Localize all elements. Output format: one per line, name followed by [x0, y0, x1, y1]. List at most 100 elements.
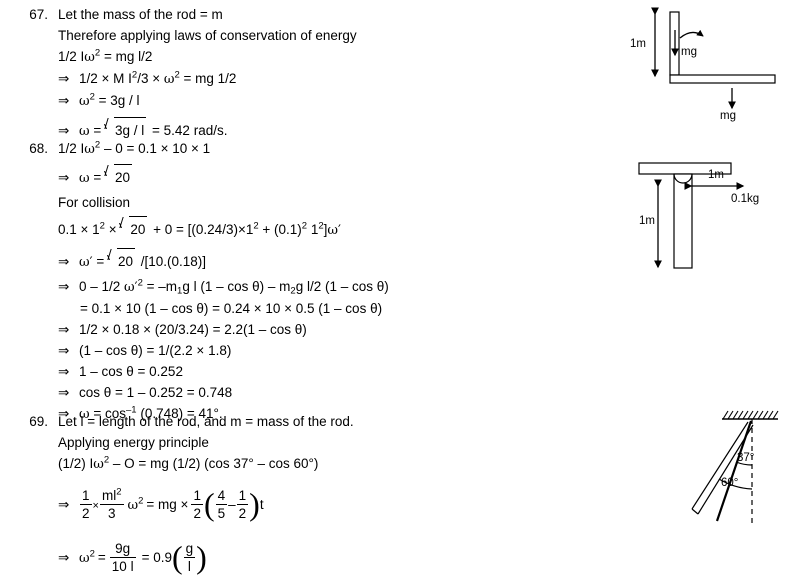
figure-69-label-angle-37: 37°: [737, 452, 755, 464]
solution-body-67: Let the mass of the rod = m Therefore ap…: [58, 4, 630, 145]
omega-symbol: ω: [127, 498, 139, 514]
line-69-3: (1/2) Iω2 – O = mg (1/2) (cos 37° – cos …: [58, 453, 630, 475]
exponent: 2: [116, 486, 122, 498]
solution-block-68: 68. 1/2 Iω2 – 0 = 0.1 × 10 × 1 ⇒ω = 20 F…: [0, 138, 630, 425]
exponent: 2: [318, 220, 324, 232]
figure-69-label-angle-60: 60°: [721, 477, 739, 489]
line-69-3-a: (1/2) I: [58, 456, 94, 471]
figure-67-label-mg-base: mg: [720, 110, 736, 122]
line-68-6-d: g l/2 (1 – cos θ): [295, 279, 389, 294]
denominator: 5: [215, 504, 228, 522]
line-67-5-b: = 3g / l: [94, 93, 140, 108]
rotation-arrow-icon: [679, 29, 704, 39]
line-69-4-eq: = mg ×: [146, 497, 189, 513]
omega-prime-symbol: ω′: [79, 255, 93, 270]
right-paren: ): [196, 538, 207, 575]
denominator: 3: [99, 504, 124, 521]
implies-arrow-icon: ⇒: [58, 364, 70, 379]
line-67-1: Let the mass of the rod = m: [58, 7, 223, 22]
line-68-9: ⇒ (1 – cos θ) = 1/(2.2 × 1.8): [58, 340, 630, 361]
radical-sign-icon: 20: [120, 215, 149, 243]
equals-sign: =: [89, 170, 105, 185]
left-paren: (: [171, 538, 183, 575]
omega-prime-symbol: ω′: [327, 223, 341, 238]
numerator-text: ml: [101, 488, 117, 503]
exponent: –1: [126, 404, 137, 416]
subscript: 2: [290, 285, 296, 297]
figure-68-label-mass: 0.1kg: [731, 193, 760, 205]
denominator: 2: [191, 504, 203, 522]
variable-t: t: [259, 497, 264, 513]
line-68-4-c: + 0 = [(0.24/3)×1: [149, 222, 254, 237]
line-67-6: ⇒ω = 3g / l = 5.42 rad/s.: [58, 116, 630, 145]
implies-arrow-icon: ⇒: [58, 254, 70, 269]
implies-arrow-icon: ⇒: [58, 343, 70, 358]
line-68-6: ⇒0 – 1/2 ω′2 = –m1g l (1 – cos θ) – m2g …: [58, 276, 630, 298]
numerator: 1: [238, 488, 247, 503]
implies-arrow-icon: ⇒: [58, 497, 70, 513]
ceiling-hatching-icon: [722, 410, 779, 420]
line-68-4-b: ×: [104, 222, 121, 237]
line-68-8-text: 1/2 × 0.18 × (20/3.24) = 2.2(1 – cos θ): [79, 322, 307, 337]
line-68-1-b: – 0 = 0.1 × 10 × 1: [100, 141, 211, 156]
line-67-5: ⇒ω2 = 3g / l: [58, 90, 630, 112]
line-68-4-d: + (0.1): [258, 222, 302, 237]
line-68-9-text: (1 – cos θ) = 1/(2.2 × 1.8): [79, 343, 232, 358]
line-68-5: ⇒ω′ = 20 /[10.(0.18)]: [58, 247, 630, 276]
exponent: 2: [137, 277, 143, 289]
line-68-6-c: g l (1 – cos θ) – m: [182, 279, 291, 294]
figure-68-label-vertical-dim: 1m: [639, 215, 655, 227]
numerator: g: [185, 541, 194, 557]
figure-67-rod-hinged-on-floor: 1m mg mg: [630, 0, 785, 130]
line-68-10: ⇒ 1 – cos θ = 0.252: [58, 361, 630, 382]
radical-sign-icon: 20: [108, 247, 137, 275]
line-68-6-b: = –m: [142, 279, 178, 294]
multiplication-sign: ×: [92, 500, 99, 513]
subscript: 1: [177, 285, 183, 297]
line-67-2: Therefore applying laws of conservation …: [58, 28, 357, 43]
line-69-1: Let l = length of the rod, and m = mass …: [58, 414, 354, 429]
implies-arrow-icon: ⇒: [58, 279, 70, 294]
numerator: 4: [217, 488, 226, 503]
exponent: 2: [89, 91, 95, 103]
solution-body-69: Let l = length of the rod, and m = mass …: [58, 411, 630, 575]
exponent: 2: [253, 220, 259, 232]
line-69-5-eq2: = 0.9: [141, 550, 172, 566]
omega-symbol: ω: [79, 551, 90, 567]
equals-sign: =: [97, 550, 106, 566]
fraction-ml2-over-3: ml2 3: [99, 486, 124, 521]
line-68-1: 1/2 Iω2 – 0 = 0.1 × 10 × 1: [58, 138, 630, 160]
line-67-3: 1/2 Iω2 = mg l/2: [58, 46, 630, 68]
radicand: 20: [116, 248, 135, 275]
implies-arrow-icon: ⇒: [58, 406, 70, 421]
hanging-rod-shape: [673, 173, 693, 269]
numerator: 1: [82, 488, 90, 503]
omega-symbol: ω: [163, 72, 175, 87]
line-68-3: For collision: [58, 195, 131, 210]
implies-arrow-icon: ⇒: [58, 385, 70, 400]
line-68-11-text: cos θ = 1 – 0.252 = 0.748: [79, 385, 233, 400]
radical-sign-icon: 3g / l: [105, 116, 148, 144]
line-68-12-b: (0.748) = 41°.: [136, 406, 223, 421]
radical-sign-icon: 20: [105, 163, 134, 191]
radicand: 20: [129, 216, 148, 243]
line-68-2: ⇒ω = 20: [58, 163, 630, 192]
radicand: 3g / l: [114, 117, 147, 144]
line-67-4: ⇒1/2 × M I2/3 × ω2 = mg 1/2: [58, 68, 630, 90]
line-68-11: ⇒ cos θ = 1 – 0.252 = 0.748: [58, 382, 630, 403]
exponent: 2: [138, 495, 144, 507]
denominator: l: [183, 557, 196, 574]
exponent: 2: [301, 220, 308, 232]
exponent: 2: [103, 454, 110, 466]
figure-68-rod-hanging-from-ceiling: 1m 1m 0.1kg: [625, 155, 785, 280]
exponent: 2: [89, 548, 95, 560]
figure-67-label-mg-rod: mg: [681, 46, 697, 58]
line-68-10-text: 1 – cos θ = 0.252: [79, 364, 183, 379]
left-paren: (: [203, 485, 215, 522]
